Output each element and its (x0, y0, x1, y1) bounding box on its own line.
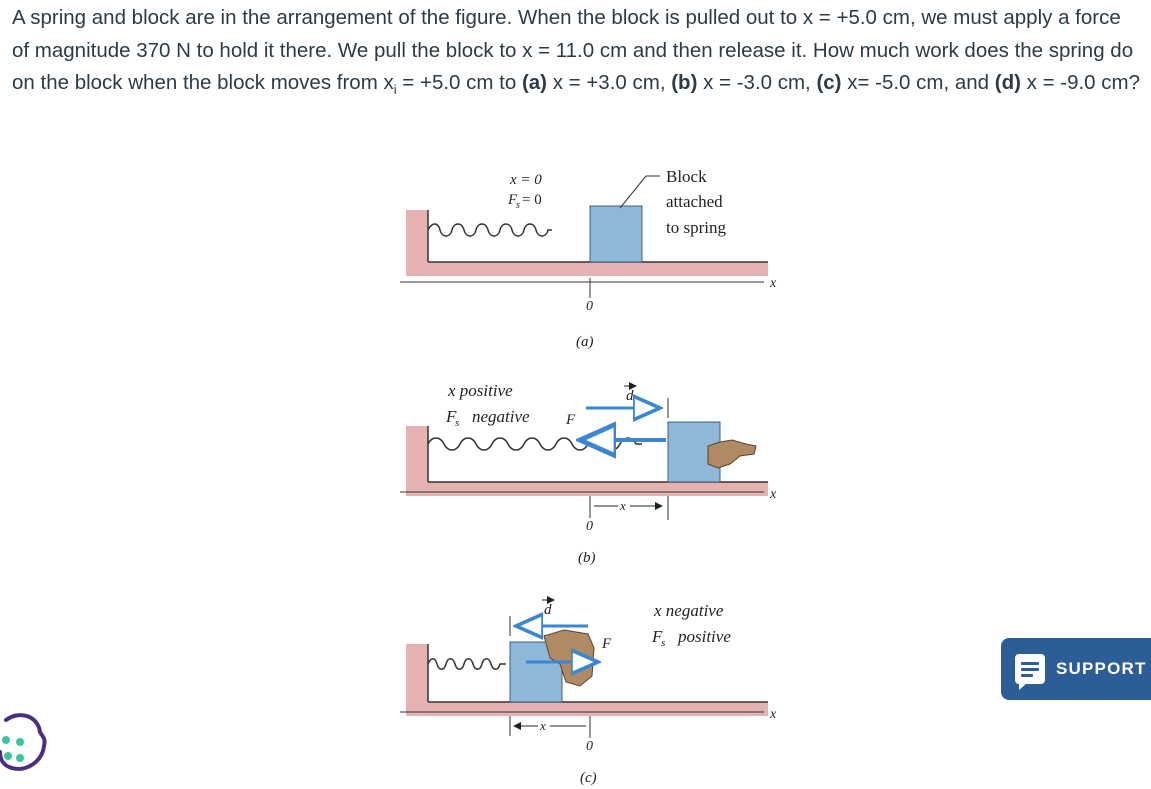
panel-b: x positive F s negative d F x 0 x (b) (400, 381, 777, 566)
chat-icon (1015, 654, 1045, 690)
ground-c (406, 702, 768, 716)
displacement-x-label-c: x (539, 718, 546, 733)
subscript-i: i (393, 82, 397, 98)
block-label-line3: to spring (666, 218, 726, 237)
axis-x-label-b: x (769, 487, 777, 502)
fs-equals-zero-label: = 0 (522, 192, 542, 208)
wall-c (406, 644, 428, 716)
svg-text:F: F (445, 407, 457, 426)
panel-c: x negative F s positive d F x 0 x (c) (400, 596, 777, 786)
origin-label-c: 0 (586, 739, 593, 754)
spring-c (427, 658, 506, 670)
d-label-c: d (544, 602, 552, 618)
origin-label-b: 0 (586, 519, 593, 534)
part-d-tag: (d) (994, 71, 1021, 94)
cookie-icon[interactable] (0, 712, 48, 778)
axis-x-label-a: x (769, 276, 777, 291)
panel-a: x = 0 F s = 0 Block attached to spring x… (400, 167, 777, 350)
fs-negative-label: negative (472, 407, 530, 426)
block-label-line2: attached (666, 192, 723, 211)
d-label-b: d (626, 388, 634, 404)
figure-svg: x = 0 F s = 0 Block attached to spring x… (400, 167, 777, 786)
support-button[interactable]: SUPPORT (1001, 638, 1151, 700)
svg-text:s: s (516, 200, 520, 211)
caption-a: (a) (576, 334, 594, 350)
question-text: A spring and block are in the arrangemen… (12, 6, 1141, 98)
svg-text:s: s (455, 417, 459, 429)
block-a (589, 205, 643, 263)
wall-b (406, 426, 428, 496)
wall-a (406, 210, 428, 276)
displacement-x-label-b: x (619, 498, 626, 513)
spring-a (427, 223, 552, 237)
x-equals-zero-label: x = 0 (509, 172, 542, 188)
part-a-tag: (a) (521, 71, 548, 94)
ground-b (406, 482, 768, 496)
hand-b (707, 439, 757, 469)
svg-text:F: F (651, 627, 663, 646)
support-label: SUPPORT (1056, 659, 1147, 678)
part-b-tag: (b) (671, 71, 698, 94)
spring-block-figure: x = 0 F s = 0 Block attached to spring x… (398, 160, 798, 789)
origin-label-a: 0 (586, 299, 593, 314)
x-negative-label: x negative (653, 601, 724, 620)
force-label-c: F (601, 636, 612, 652)
axis-x-label-c: x (769, 707, 777, 722)
ground-a (406, 262, 768, 276)
caption-c: (c) (580, 770, 597, 786)
force-label-b: F (565, 412, 576, 428)
fs-positive-label: positive (677, 627, 731, 646)
x-positive-label: x positive (447, 381, 513, 400)
block-label-line1: Block (666, 167, 707, 186)
caption-b: (b) (578, 550, 596, 566)
svg-text:s: s (661, 637, 665, 649)
svg-text:F: F (507, 192, 518, 208)
part-c-tag: (c) (816, 71, 842, 94)
